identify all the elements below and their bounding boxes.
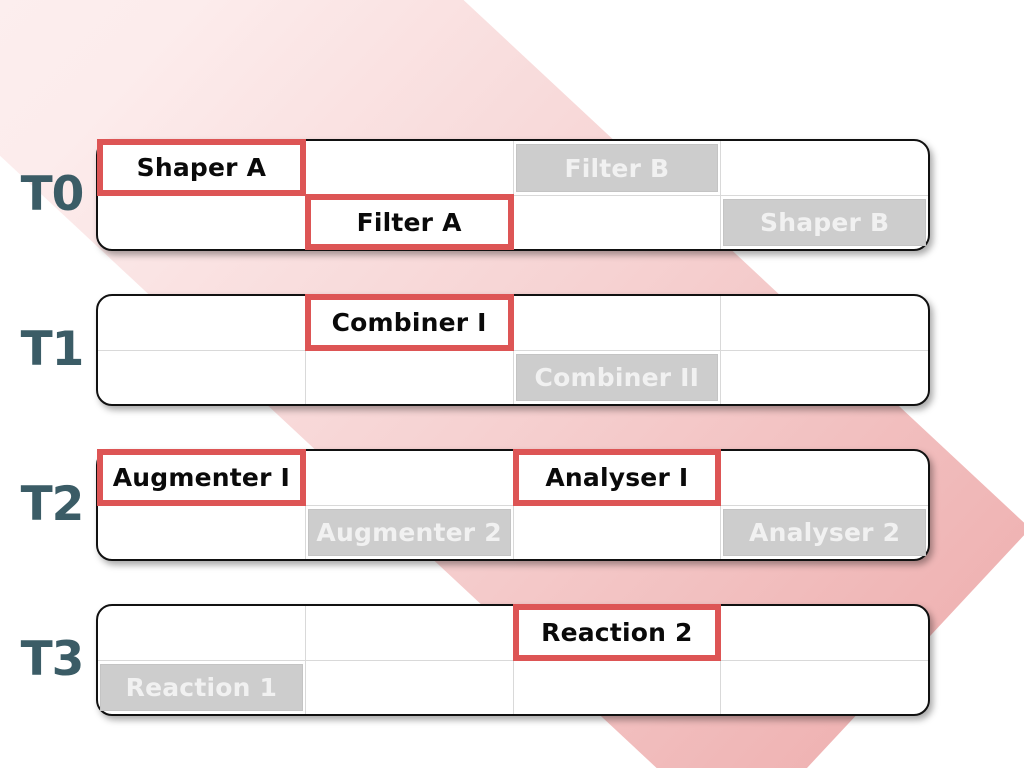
timeline-cell: Reaction 2	[512, 604, 722, 661]
timeline-cell	[306, 451, 514, 505]
timeline-cell	[306, 606, 514, 660]
timeline-lane-bottom: Filter A Shaper B	[98, 194, 928, 250]
timeline-cell	[98, 606, 306, 660]
timeline-cell	[514, 196, 722, 249]
timeline-task-chip[interactable]: Shaper A	[97, 139, 306, 196]
timeline-task-chip[interactable]: Filter A	[304, 194, 514, 250]
timeline-cell	[721, 296, 928, 350]
timeline-task-chip[interactable]: Reaction 1	[100, 664, 303, 711]
timeline-cell	[98, 296, 306, 350]
timeline-cell	[514, 661, 722, 714]
timeline-lane-top: Augmenter I Analyser I	[97, 449, 928, 506]
timeline-lane-bottom: Reaction 1	[98, 660, 928, 714]
timeline-cell	[306, 141, 514, 195]
timeline-row-label: T2	[20, 476, 85, 532]
timeline-task-chip[interactable]: Combiner II	[515, 354, 719, 401]
timeline-row-label: T3	[20, 631, 85, 687]
timeline-cell	[306, 351, 514, 404]
timeline-task-chip[interactable]: Augmenter I	[97, 449, 306, 506]
timeline-cell	[721, 141, 928, 195]
timeline-cell: Shaper B	[721, 196, 928, 249]
timeline-task-chip[interactable]: Filter B	[515, 144, 719, 192]
timeline-cell: Filter A	[304, 194, 514, 250]
timeline-cell: Augmenter I	[97, 449, 306, 506]
timeline-cell	[721, 351, 928, 404]
timeline-lane-bottom: Combiner II	[98, 350, 928, 404]
timeline-row-t3: T3 Reaction 2 Reaction 1	[8, 604, 930, 716]
timeline-cell: Reaction 1	[98, 661, 306, 714]
timeline-row-label: T1	[20, 321, 85, 377]
timeline-cell	[721, 661, 928, 714]
timeline-cell: Augmenter 2	[306, 506, 514, 559]
timeline-cell: Combiner II	[514, 351, 722, 404]
timeline-cell	[721, 606, 928, 660]
timeline-cell	[514, 296, 722, 350]
timeline-cell: Analyser I	[512, 449, 722, 506]
timeline-lane-top: Reaction 2	[98, 604, 928, 661]
timeline-row-card: Reaction 2 Reaction 1	[96, 604, 930, 716]
timeline-task-chip[interactable]: Shaper B	[723, 199, 926, 246]
timeline-task-chip[interactable]: Analyser 2	[723, 509, 926, 556]
timeline-cell	[98, 196, 306, 249]
timeline-lane-bottom: Augmenter 2 Analyser 2	[98, 505, 928, 559]
timeline-cell	[306, 661, 514, 714]
timeline-row-label: T0	[20, 166, 85, 222]
timeline-task-chip[interactable]: Reaction 2	[512, 604, 722, 661]
timeline-task-chip[interactable]: Augmenter 2	[307, 509, 511, 556]
timeline-cell	[514, 506, 722, 559]
timeline-cell: Filter B	[514, 141, 722, 195]
timeline-cell: Shaper A	[97, 139, 306, 196]
timeline-lane-top: Combiner I	[98, 294, 928, 351]
timeline-task-chip[interactable]: Analyser I	[512, 449, 722, 506]
timeline-cell: Analyser 2	[721, 506, 928, 559]
timeline-task-chip[interactable]: Combiner I	[304, 294, 514, 351]
timeline-cell	[721, 451, 928, 505]
timeline-cell	[98, 351, 306, 404]
timeline-lane-top: Shaper A Filter B	[97, 139, 928, 196]
timeline-cell: Combiner I	[304, 294, 514, 351]
timeline-cell	[98, 506, 306, 559]
